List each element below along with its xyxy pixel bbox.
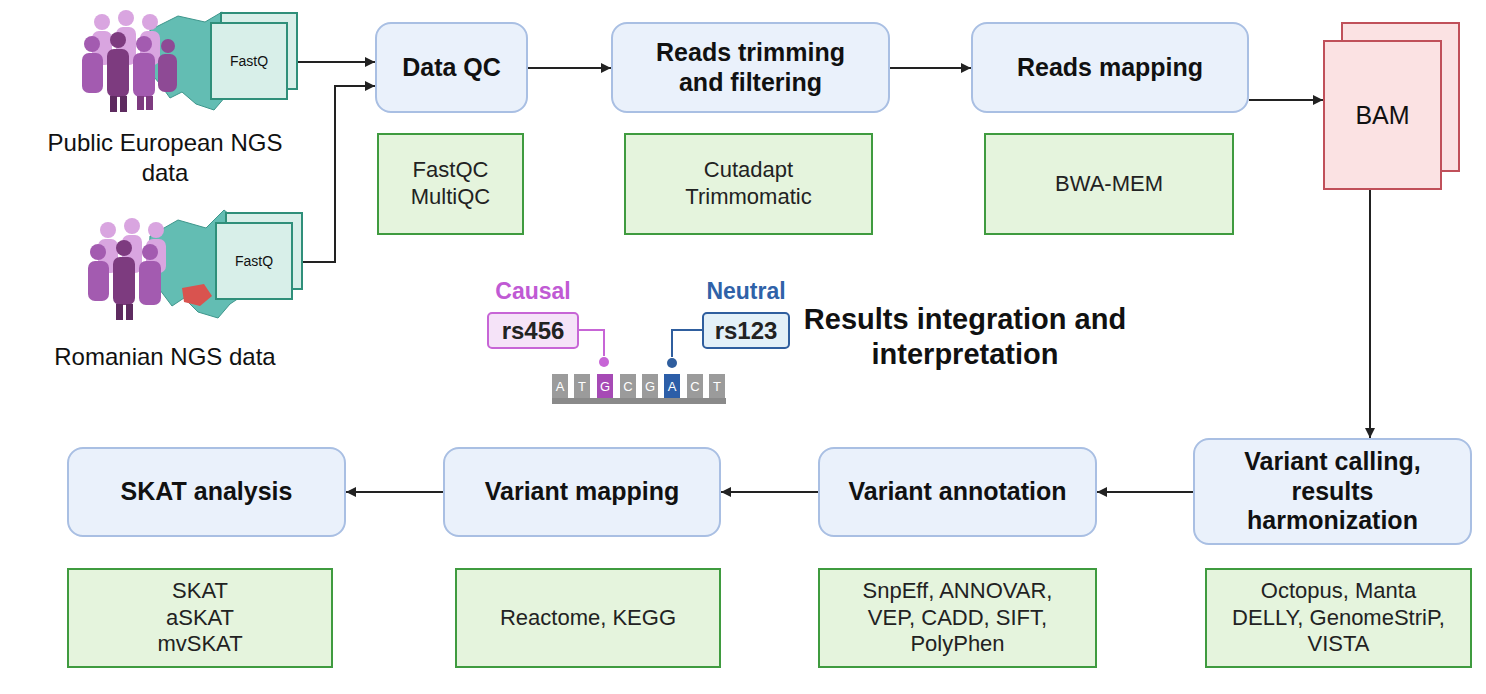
process-box: Variant annotation bbox=[818, 447, 1097, 537]
fastq-file: FastQ bbox=[210, 12, 298, 100]
dna-base: A bbox=[664, 374, 680, 398]
process-box: Data QC bbox=[375, 22, 528, 113]
dna-base: G bbox=[597, 374, 613, 398]
variant-id: rs123 bbox=[715, 317, 778, 345]
tool-box: Octopus, Manta DELLY, GenomeStriP, VISTA bbox=[1205, 568, 1472, 668]
dna-base: C bbox=[687, 374, 703, 398]
tool-list: SnpEff, ANNOVAR, VEP, CADD, SIFT, PolyPh… bbox=[855, 578, 1060, 658]
process-box: SKAT analysis bbox=[67, 447, 346, 537]
source-label: Romanian NGS data bbox=[45, 342, 285, 372]
tool-box: SKAT aSKAT mvSKAT bbox=[67, 568, 333, 668]
tool-box: Reactome, KEGG bbox=[455, 568, 721, 668]
dna-base: A bbox=[552, 374, 568, 398]
variant-callout: Neutralrs123 bbox=[702, 312, 790, 349]
file-label: BAM bbox=[1323, 40, 1442, 190]
leader-dot bbox=[667, 358, 677, 368]
flow-arrow bbox=[303, 86, 375, 262]
fastq-file: FastQ bbox=[215, 212, 303, 300]
leader-dot bbox=[599, 357, 609, 367]
dna-strip bbox=[552, 398, 726, 404]
dna-base: T bbox=[709, 374, 725, 398]
dna-base: G bbox=[642, 374, 658, 398]
tool-list: SKAT aSKAT mvSKAT bbox=[153, 578, 248, 658]
tool-box: FastQC MultiQC bbox=[377, 133, 524, 235]
step-title: Variant mapping bbox=[485, 477, 679, 507]
flow-arrow bbox=[528, 67, 611, 69]
flow-arrow bbox=[890, 67, 971, 69]
step-title: SKAT analysis bbox=[121, 477, 293, 507]
variant-id: rs456 bbox=[502, 317, 565, 345]
dna-base: T bbox=[574, 374, 590, 398]
process-box: Variant mapping bbox=[443, 447, 721, 537]
leader-line bbox=[672, 330, 702, 357]
tool-box: SnpEff, ANNOVAR, VEP, CADD, SIFT, PolyPh… bbox=[818, 568, 1097, 668]
romania-region bbox=[182, 284, 212, 306]
tool-list: Octopus, Manta DELLY, GenomeStriP, VISTA bbox=[1228, 578, 1450, 658]
tool-list: Reactome, KEGG bbox=[500, 605, 676, 632]
step-title: Variant annotation bbox=[848, 477, 1066, 507]
step-title: Variant calling, results harmonization bbox=[1225, 447, 1440, 536]
tool-box: BWA-MEM bbox=[984, 133, 1234, 235]
file-label: FastQ bbox=[210, 22, 288, 100]
flow-arrow bbox=[1369, 190, 1371, 438]
leader-line bbox=[579, 330, 604, 356]
callout-heading: Neutral bbox=[694, 278, 798, 305]
people-group bbox=[82, 10, 177, 112]
tool-list: FastQC MultiQC bbox=[391, 157, 511, 211]
tool-box: Cutadapt Trimmomatic bbox=[624, 133, 873, 235]
source-label: Public European NGS data bbox=[45, 128, 285, 188]
flow-arrow bbox=[721, 491, 818, 493]
process-box: Variant calling, results harmonization bbox=[1193, 438, 1472, 545]
process-box: Reads mapping bbox=[971, 22, 1249, 113]
step-title: Reads trimming and filtering bbox=[646, 38, 856, 97]
bam-file: BAM bbox=[1323, 22, 1460, 190]
step-title: Reads mapping bbox=[1017, 53, 1203, 83]
callout-heading: Causal bbox=[479, 278, 587, 305]
section-title: Results integration and interpretation bbox=[800, 302, 1130, 373]
flow-arrow bbox=[298, 61, 375, 63]
step-title: Data QC bbox=[402, 53, 501, 83]
people-group bbox=[88, 218, 166, 320]
file-label: FastQ bbox=[215, 222, 293, 300]
process-box: Reads trimming and filtering bbox=[611, 22, 890, 113]
tool-list: BWA-MEM bbox=[1055, 171, 1163, 198]
flow-arrow bbox=[346, 491, 443, 493]
flow-arrow bbox=[1097, 491, 1193, 493]
tool-list: Cutadapt Trimmomatic bbox=[664, 157, 834, 211]
variant-callout: Causalrs456 bbox=[487, 312, 579, 349]
dna-base: C bbox=[620, 374, 636, 398]
flow-arrow bbox=[1249, 99, 1323, 101]
